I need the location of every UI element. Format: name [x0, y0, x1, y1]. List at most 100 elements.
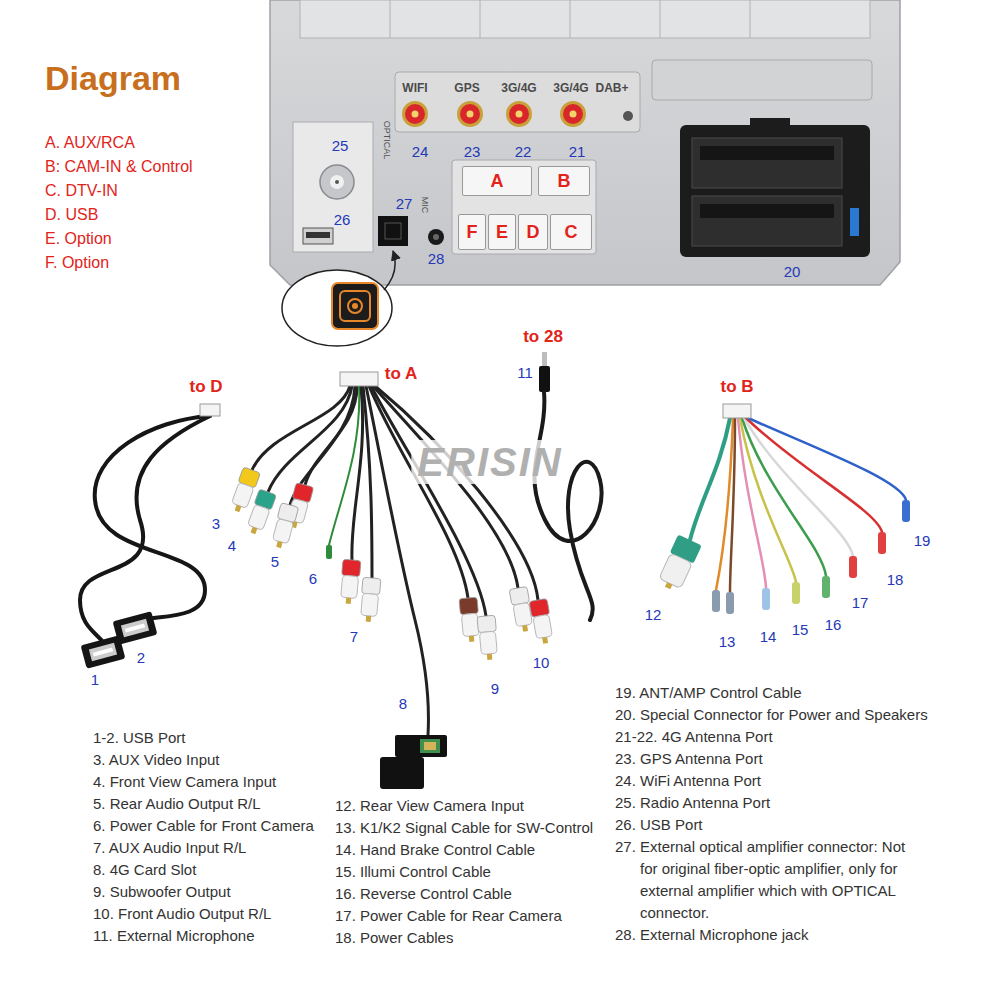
microphone-cable — [542, 352, 547, 366]
socket-letter: F — [467, 223, 478, 241]
control-harness — [690, 418, 906, 592]
port-label: GPS — [454, 82, 479, 94]
optical-port — [385, 223, 401, 239]
callout-number: 14 — [760, 629, 777, 644]
diagram-title: Diagram — [45, 56, 181, 100]
callout-number: 27 — [396, 196, 413, 211]
head-unit-panel — [480, 0, 481, 38]
usb-cable — [80, 416, 210, 642]
legend-note: 28. External Microphone jack — [615, 924, 808, 946]
callout-number: 8 — [399, 696, 407, 711]
port-label: WIFI — [402, 82, 427, 94]
callout-number: 13 — [719, 634, 736, 649]
av-harness-plugs — [477, 615, 499, 660]
control-harness — [748, 418, 906, 500]
connector-socket: F — [458, 214, 486, 250]
control-harness-ends — [902, 500, 910, 522]
usb-plug — [81, 635, 126, 669]
usb-plug — [81, 635, 126, 669]
connector-socket: C — [550, 214, 592, 250]
legend-note: 11. External Microphone — [93, 925, 254, 947]
callout-number: 3 — [212, 516, 220, 531]
target-label: to A — [385, 365, 417, 382]
port-label: 3G/4G — [553, 82, 588, 94]
socket-letter: D — [527, 223, 540, 241]
control-harness-ends — [792, 582, 800, 604]
control-harness-ends — [665, 582, 673, 589]
legend-note: 16. Reverse Control Cable — [335, 883, 512, 905]
callout-number: 26 — [334, 212, 351, 227]
zoom-callout — [340, 291, 370, 321]
callout-number: 4 — [228, 538, 236, 553]
callout-number: 10 — [533, 655, 550, 670]
iso-connector — [680, 125, 870, 257]
antenna-port — [509, 104, 529, 124]
control-harness-ends — [723, 404, 751, 418]
head-unit-panel — [660, 0, 661, 38]
head-unit-panel — [750, 0, 751, 38]
iso-connector — [700, 204, 834, 218]
callout-number: 11 — [517, 365, 533, 380]
head-unit-panel — [270, 0, 900, 285]
microphone-jack — [428, 229, 444, 245]
control-harness-ends — [726, 592, 734, 614]
control-harness — [740, 418, 796, 582]
connector-socket: A — [462, 166, 532, 196]
legend-note: 21-22. 4G Antenna Port — [615, 726, 773, 748]
callout-number: 25 — [332, 138, 349, 153]
callout-number: 16 — [825, 617, 842, 632]
callout-number: 19 — [914, 533, 931, 548]
legend-note: 13. K1/K2 Signal Cable for SW-Control — [335, 817, 593, 839]
head-unit-panel — [390, 0, 391, 38]
socket-letter: C — [565, 223, 578, 241]
radio-usb-recess — [303, 228, 333, 244]
legend-note: 12. Rear View Camera Input — [335, 795, 524, 817]
control-harness-ends — [878, 532, 886, 554]
av-harness-plugs — [339, 559, 361, 604]
callout-number: 17 — [852, 595, 869, 610]
zoom-callout — [282, 251, 395, 346]
legend-note: 3. AUX Video Input — [93, 749, 219, 771]
sim-card-module — [395, 735, 447, 757]
key-entry: B: CAM-IN & Control — [45, 156, 193, 178]
key-entry: E. Option — [45, 228, 112, 250]
legend-note: 5. Rear Audio Output R/L — [93, 793, 261, 815]
control-harness — [730, 418, 735, 592]
usb-plug — [93, 647, 113, 656]
watermark: ERISIN — [411, 440, 568, 484]
control-harness — [742, 418, 826, 576]
iso-connector — [692, 196, 842, 246]
head-unit-panel — [570, 0, 571, 38]
sim-card-module — [420, 739, 440, 753]
radio-usb-recess — [320, 165, 354, 199]
legend-note: 17. Power Cable for Rear Camera — [335, 905, 562, 927]
av-harness — [352, 386, 363, 560]
legend-note: 26. USB Port — [615, 814, 703, 836]
legend-note: 1-2. USB Port — [93, 727, 186, 749]
legend-note: 7. AUX Audio Input R/L — [93, 837, 246, 859]
legend-note: 18. Power Cables — [335, 927, 453, 949]
antenna-port — [563, 104, 583, 124]
key-entry: D. USB — [45, 204, 98, 226]
legend-note: 15. Illumi Control Cable — [335, 861, 491, 883]
control-harness-ends — [822, 576, 830, 598]
antenna-port — [560, 101, 586, 127]
av-harness-plugs — [529, 598, 554, 644]
socket-frame — [452, 160, 596, 254]
microphone-cable — [539, 366, 550, 392]
socket-letter: A — [491, 172, 504, 190]
callout-number: 18 — [887, 572, 904, 587]
legend-note: 4. Front View Camera Input — [93, 771, 276, 793]
av-harness-plugs — [244, 489, 276, 537]
control-harness-ends — [712, 590, 720, 612]
av-harness — [373, 386, 518, 588]
legend-note: 20. Special Connector for Power and Spea… — [615, 704, 928, 726]
head-unit-panel — [300, 0, 870, 38]
callout-number: 5 — [271, 554, 279, 569]
zoom-callout — [332, 283, 378, 329]
callout-number: 22 — [515, 144, 532, 159]
key-entry: F. Option — [45, 252, 109, 274]
usb-plug — [121, 619, 149, 637]
control-harness — [746, 418, 882, 532]
